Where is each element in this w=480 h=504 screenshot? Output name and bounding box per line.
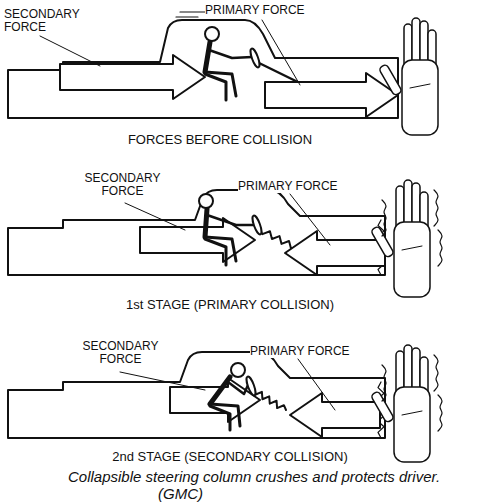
driver-leg	[205, 74, 226, 100]
force-label: PRIMARY FORCE	[205, 4, 305, 17]
palm	[394, 222, 430, 297]
palm	[402, 60, 438, 135]
driver-leg	[210, 404, 240, 426]
steering-wheel	[249, 48, 261, 69]
motion-line	[180, 11, 205, 12]
driver-arm	[207, 215, 254, 225]
primary-force-arrow	[285, 231, 385, 275]
driver-head	[231, 363, 245, 377]
leader-line	[125, 203, 185, 230]
steering-wheel	[251, 215, 263, 236]
driver-head	[205, 27, 219, 41]
motion-line	[176, 16, 198, 17]
thumb	[371, 226, 395, 258]
impact-lines	[382, 365, 386, 401]
driver-leg	[210, 406, 230, 430]
car-body	[8, 20, 398, 118]
driver-torso	[205, 209, 207, 237]
impact-lines	[438, 230, 442, 266]
steering-wheel	[245, 376, 257, 397]
car-body	[8, 352, 385, 438]
driver-leg	[205, 237, 236, 261]
palm-crease	[410, 84, 430, 88]
collision-panel	[8, 180, 442, 297]
driver-leg	[205, 72, 236, 96]
primary-force-arrow	[265, 73, 398, 117]
car-body	[8, 190, 385, 275]
figure-caption: Collapsible steering column crushes and …	[158, 468, 448, 502]
force-label: PRIMARY FORCE	[238, 180, 338, 193]
impact-lines	[438, 395, 442, 431]
impact-lines	[382, 200, 386, 236]
stage-title: 1st STAGE (PRIMARY COLLISION)	[80, 298, 380, 312]
thumb	[371, 391, 395, 423]
driver-figure	[210, 363, 286, 430]
driver-arm	[228, 382, 248, 394]
driver-arm	[209, 50, 252, 58]
leader-line	[120, 372, 205, 390]
force-label: SECONDARY FORCE	[78, 340, 163, 366]
force-label: SECONDARY FORCE	[4, 8, 84, 34]
stage-title: FORCES BEFORE COLLISION	[70, 133, 370, 147]
hand	[371, 345, 442, 462]
driver-torso	[210, 377, 230, 404]
driver-leg	[205, 239, 226, 265]
leader-line	[262, 20, 300, 85]
collision-panel	[8, 345, 442, 462]
leader-line	[290, 194, 330, 245]
force-label: PRIMARY FORCE	[250, 345, 350, 358]
stage-title: 2nd STAGE (SECONDARY COLLISION)	[80, 450, 380, 464]
impact-lines	[434, 355, 438, 391]
secondary-force-arrow	[60, 55, 205, 99]
palm	[394, 387, 430, 462]
primary-force-arrow	[290, 393, 380, 437]
impact-lines	[434, 190, 438, 226]
driver-head	[199, 194, 213, 208]
leader-line	[298, 359, 335, 410]
thumb	[379, 64, 403, 96]
steering-column	[253, 390, 286, 410]
hand	[379, 18, 438, 135]
leader-line	[40, 36, 100, 66]
palm-crease	[402, 246, 422, 250]
driver-torso	[205, 42, 210, 72]
palm-crease	[402, 411, 422, 415]
force-label: SECONDARY FORCE	[80, 172, 165, 198]
hand	[371, 180, 442, 297]
